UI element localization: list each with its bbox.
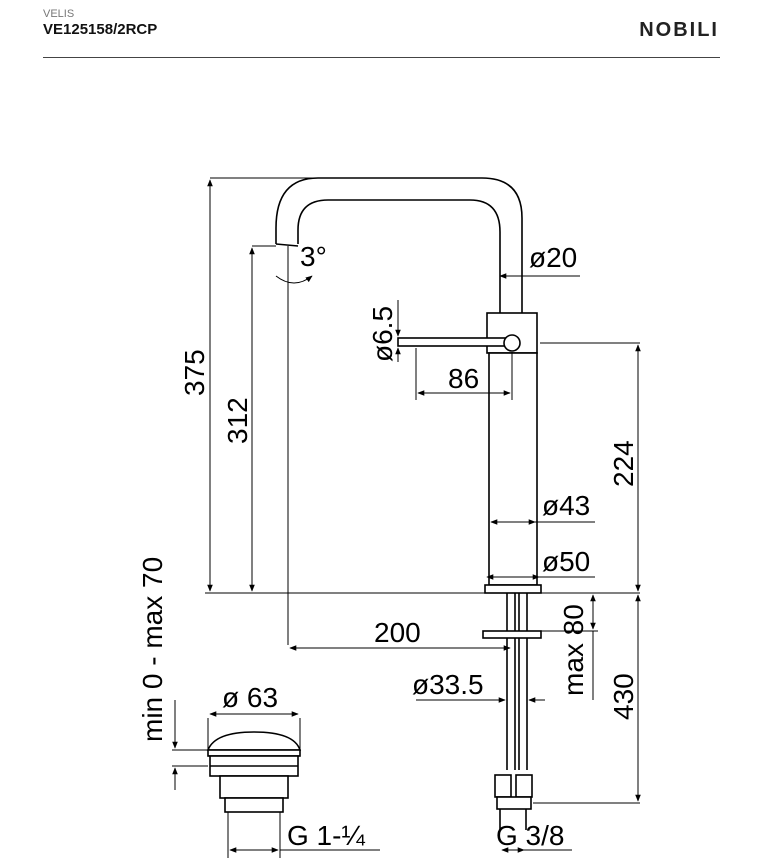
dim-height-total: 375 xyxy=(179,349,210,396)
dim-body-diameter: ø43 xyxy=(542,490,590,521)
header-divider xyxy=(43,57,720,58)
dim-waste-diameter: ø 63 xyxy=(222,682,278,713)
product-code: VE125158/2RCP xyxy=(43,21,158,38)
dim-hole-diameter: ø33.5 xyxy=(412,669,484,700)
brand-logo: NOBILI xyxy=(639,19,719,41)
dim-deck-thickness: max 80 xyxy=(558,604,589,696)
dim-body-height: 224 xyxy=(608,440,639,487)
dim-waste-range: min 0 - max 70 xyxy=(137,557,168,742)
dim-waste-thread: G 1-¼ xyxy=(287,820,365,851)
dim-reach: 200 xyxy=(374,617,421,648)
dim-inlet-thread: G 3/8 xyxy=(496,820,564,851)
dim-base-diameter: ø50 xyxy=(542,546,590,577)
dim-spout-diameter: ø20 xyxy=(529,242,577,273)
dim-spout-height: 312 xyxy=(222,397,253,444)
dim-hose-length: 430 xyxy=(608,673,639,720)
dim-lever-length: 86 xyxy=(448,363,479,394)
dimension-labels: 375 312 3° ø20 ø6.5 86 224 ø43 ø50 200 m… xyxy=(137,241,639,851)
waste-drawing xyxy=(206,731,302,813)
product-series: VELIS xyxy=(43,8,75,20)
dim-lever-diameter: ø6.5 xyxy=(367,306,398,362)
dim-angle: 3° xyxy=(300,241,327,272)
dimension-lines xyxy=(172,177,641,858)
